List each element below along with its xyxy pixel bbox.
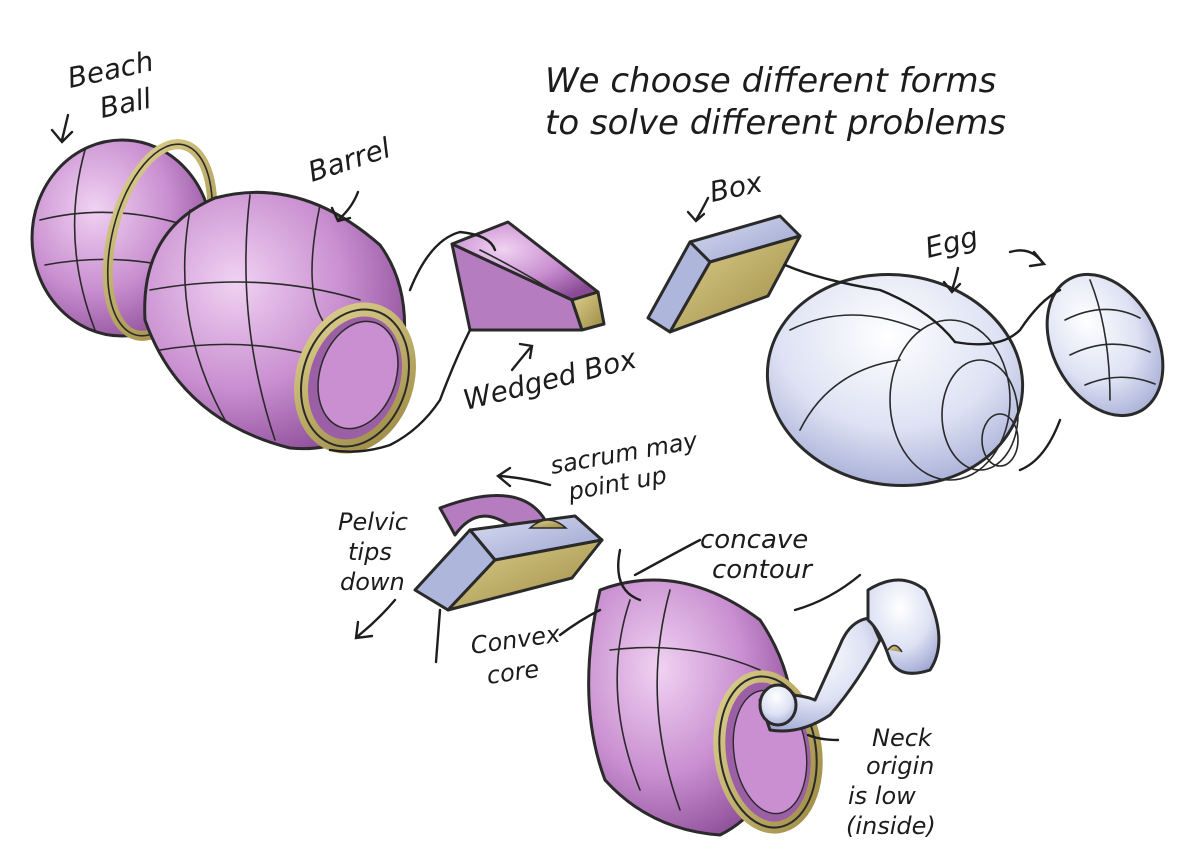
headline-line-1: We choose different forms: [545, 61, 996, 101]
barrel-form: [143, 190, 416, 454]
torso-barrel-form: [587, 578, 823, 837]
headline-line-2: to solve different problems: [545, 103, 1006, 143]
label-neck-2: origin: [866, 752, 934, 780]
neck-head-form: [758, 578, 941, 733]
annotation-arrows: [50, 113, 1047, 742]
label-neck-3: is low: [848, 782, 916, 810]
label-barrel: Barrel: [304, 131, 395, 189]
label-ball: Ball: [97, 82, 155, 125]
label-convex-1: Convex: [469, 620, 563, 660]
label-pelvic-1: Pelvic: [338, 508, 408, 536]
label-neck-1: Neck: [872, 724, 933, 752]
label-egg: Egg: [922, 220, 982, 265]
label-concave-2: contour: [712, 555, 814, 585]
label-convex-2: core: [485, 655, 541, 690]
label-pelvic-3: down: [340, 568, 405, 596]
box-form: [646, 214, 802, 334]
connecting-lines: [328, 230, 1062, 612]
label-neck-4: (inside): [846, 812, 936, 840]
label-wedged-box: Wedged Box: [460, 342, 640, 417]
label-concave-1: concave: [700, 525, 808, 555]
label-box: Box: [707, 165, 766, 208]
small-egg-form: [1045, 272, 1165, 418]
egg-form: [765, 273, 1025, 487]
label-pelvic-2: tips: [348, 538, 392, 566]
pelvic-box-form: [413, 494, 604, 664]
wedged-box-form: [450, 220, 606, 332]
